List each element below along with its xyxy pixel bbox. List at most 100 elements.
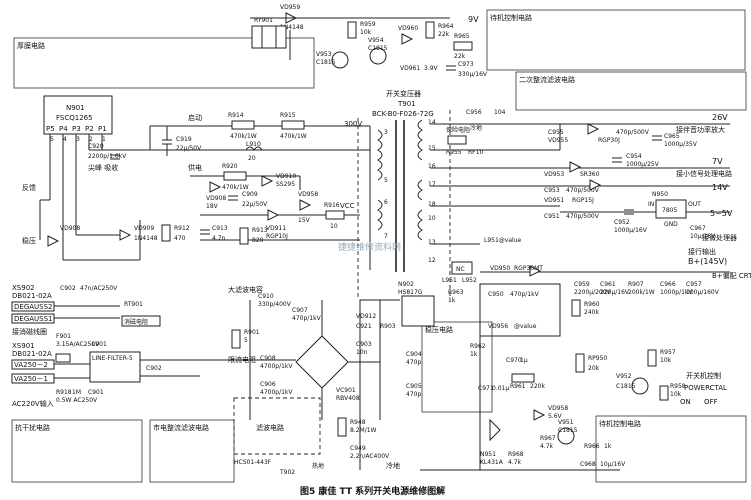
- v953-label: V953: [316, 51, 332, 58]
- l901-label: L901: [92, 341, 107, 348]
- r957-value: 10k: [660, 357, 672, 364]
- c902-value: 47n/AC250V: [80, 285, 118, 292]
- switch-off-label[interactable]: OFF: [704, 398, 718, 406]
- vd955-label: VD955: [548, 137, 568, 144]
- output-9v: 9V: [468, 15, 479, 24]
- vd910-diode: [261, 175, 274, 187]
- vd908-label: VD908: [206, 195, 226, 202]
- r961-label: R961: [510, 383, 526, 390]
- r959-body: [347, 21, 357, 39]
- vd911-diode: [267, 209, 280, 221]
- r916-value: 10: [330, 223, 338, 230]
- c951-value: 470p/500V: [566, 213, 600, 220]
- r964-value: 22k: [438, 31, 450, 38]
- mains-rect-note-panel: [149, 419, 235, 483]
- c906-value: 4700p/1kV: [260, 389, 293, 396]
- r948-value: 8.2M/1W: [350, 427, 377, 434]
- r961-body: [511, 373, 535, 383]
- c909-value: 22μ/50V: [242, 201, 268, 208]
- vc901-label: VC901: [336, 387, 356, 394]
- c957-value: 100μ/160V: [686, 289, 720, 296]
- rf10-label: RF10: [468, 149, 483, 156]
- vd956-value: @value: [514, 323, 537, 330]
- r948-label: R948: [350, 419, 366, 426]
- r901-body: [231, 329, 241, 349]
- stabilize-label: 稳压: [22, 236, 36, 245]
- standby-note-title: 待机控制电路: [490, 13, 532, 22]
- r903-label: R903: [380, 323, 396, 330]
- v953-transistor: [331, 51, 349, 69]
- c903-value: 10n: [356, 349, 368, 356]
- c961-value: 220μ/16V: [600, 289, 630, 296]
- r967-value: 4.7k: [540, 443, 554, 450]
- rp950-label: RP950: [588, 355, 607, 362]
- vd959-label: VD959: [280, 4, 300, 11]
- r918-label: R918: [56, 389, 72, 396]
- r912-value: 470: [174, 235, 186, 242]
- t901-pin-13: 13: [428, 239, 436, 246]
- r914-value: 470k/1W: [230, 133, 257, 140]
- t901-pin-16: 16: [428, 163, 436, 170]
- vd958b-label: VD958: [548, 405, 568, 412]
- standby-control-note-panel: [595, 415, 747, 483]
- standby-note-panel: [486, 9, 746, 71]
- r920-body: [223, 171, 247, 181]
- transformer-name: T901: [397, 100, 416, 108]
- c919-value: 22μ/50V: [176, 145, 202, 152]
- switch-on-label[interactable]: ON: [680, 398, 691, 406]
- r958-value: 10k: [670, 391, 682, 398]
- r912-body: [161, 224, 171, 242]
- nc-box: [451, 261, 473, 275]
- c904-label: C904: [406, 351, 422, 358]
- c902b-label: C902: [146, 365, 162, 372]
- n951-value: KL431A: [480, 459, 504, 466]
- vd909-diode: [119, 229, 132, 241]
- c920-value: 2200p/1.6kV: [88, 153, 127, 160]
- output-26v: 26V: [712, 113, 728, 122]
- transformer-label: 开关变压器: [386, 89, 421, 98]
- crt-note: B+偏配 CRT型号 不同而有 所变化: [712, 271, 751, 280]
- r968-label: R968: [508, 451, 524, 458]
- c909-label: C909: [242, 191, 258, 198]
- vd958-label: VD958: [298, 191, 318, 198]
- t901-pin-5: 5: [384, 177, 388, 184]
- c921-label: C921: [356, 323, 372, 330]
- r966-label: R966: [584, 443, 600, 450]
- c968-value: 10μ/16V: [600, 461, 626, 468]
- c971-value: 0.01μ: [492, 385, 509, 392]
- fuse-resistor-label: 保险电阻: [446, 126, 470, 134]
- c910-label: C910: [258, 293, 274, 300]
- vd951-label: VD951: [544, 197, 564, 204]
- watermark: 捷捷维修资料网: [338, 241, 401, 253]
- c957-label: C957: [686, 281, 702, 288]
- n951-label: N951: [480, 451, 496, 458]
- vd953-label: VD953: [544, 171, 564, 178]
- optocoupler-n902: [401, 295, 435, 327]
- bridge-rectifier-vc901: [295, 335, 349, 389]
- n950-value: 7805: [662, 207, 677, 214]
- ic-pin-num-4: 4: [63, 136, 67, 143]
- r913-body: [239, 227, 249, 245]
- r955-body: [447, 135, 467, 145]
- r963-value: 1k: [448, 297, 456, 304]
- mains-rect-note-title: 市电整流滤波电路: [153, 423, 209, 432]
- c950-value: 470p/1kV: [510, 291, 540, 298]
- line-filter-l901: [89, 351, 141, 383]
- standby-control-note-title: 待机控制电路: [599, 419, 641, 428]
- rp950-body[interactable]: [575, 353, 585, 373]
- r960-body: [571, 299, 581, 317]
- powerctal-label[interactable]: POWERCTAL: [684, 384, 727, 392]
- thick-film-note-title: 厚膜电路: [17, 41, 45, 50]
- ic-pin-p1: P1: [98, 125, 107, 133]
- r965-body: [453, 41, 473, 51]
- va250-2-label: VA250－2: [14, 361, 48, 369]
- c956-label: C956: [466, 109, 482, 116]
- vd953-value: SR360: [580, 171, 600, 178]
- r964-body: [425, 21, 435, 39]
- supply-label: 供电: [188, 163, 202, 172]
- xs901-part: DB021-02A: [12, 350, 52, 358]
- startup-label: 启动: [188, 113, 202, 122]
- v952-value: C1815: [616, 383, 636, 390]
- c904-value: 470p: [406, 359, 421, 366]
